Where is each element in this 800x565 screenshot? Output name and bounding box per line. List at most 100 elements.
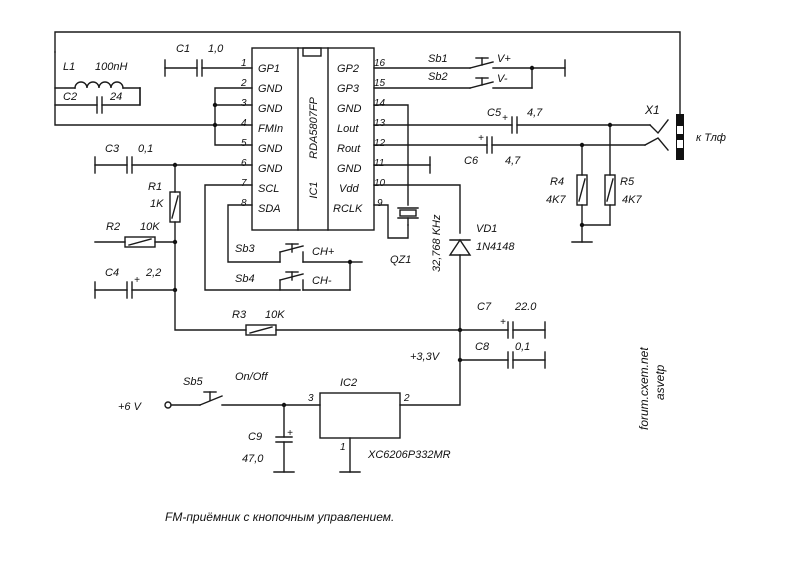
ic1-notch	[302, 47, 322, 57]
r2-ref: R2	[106, 221, 120, 233]
ic1-pin9-num: 9	[377, 198, 383, 209]
c9-plus: +	[287, 428, 293, 439]
capacitor-c9: + C9 47,0	[242, 404, 295, 473]
x1-ref: X1	[644, 103, 660, 117]
resistor-r1: R1 1K	[148, 164, 181, 291]
gp-lines	[373, 67, 471, 89]
rail-3v3: +3,3V	[399, 329, 461, 406]
sb5-label: On/Off	[235, 371, 268, 383]
sb1-label: V+	[497, 53, 511, 65]
switch-sb3: Sb3 CH+	[235, 243, 351, 263]
sb4-label: CH-	[312, 275, 332, 287]
diagram-caption: FM-приёмник с кнопочным управлением.	[165, 510, 394, 524]
r3-ref: R3	[232, 309, 247, 321]
credits-author: asvetp	[653, 364, 667, 400]
ic1-pin9-label: RCLK	[333, 203, 363, 215]
ic1-part-number: RDA5807FP	[308, 96, 320, 158]
ic1-pin3-num: 3	[241, 98, 247, 109]
ic1-pin8-num: 8	[241, 198, 247, 209]
ic1-pin10-label: Vdd	[339, 183, 359, 195]
ic1-pin4-num: 4	[241, 118, 247, 129]
ic1-pin2-label: GND	[258, 83, 283, 95]
c7-value: 22.0	[514, 301, 537, 313]
r5-ref: R5	[620, 176, 635, 188]
c7-ref: C7	[477, 301, 492, 313]
ic1-pin11-label: GND	[337, 163, 362, 175]
ic2-part-number: XC6206P332MR	[367, 449, 451, 461]
ic1-pin3-label: GND	[258, 103, 283, 115]
l1-ref: L1	[63, 61, 75, 73]
ic1-pin7-label: SCL	[258, 183, 279, 195]
r1-ref: R1	[148, 181, 162, 193]
x1-label: к Тлф	[696, 132, 726, 144]
c8-ref: C8	[475, 341, 490, 353]
ic1-pin14-label: GND	[337, 103, 362, 115]
vd1-ref: VD1	[476, 223, 497, 235]
capacitor-c6: + C6 4,7	[373, 133, 646, 167]
ic1-pin14-num: 14	[374, 98, 386, 109]
r3-value: 10K	[265, 309, 285, 321]
c5-ref: C5	[487, 107, 502, 119]
c4-ref: C4	[105, 267, 119, 279]
r5-value: 4K7	[622, 194, 642, 206]
inductor-l1: L1 100nH	[54, 61, 141, 89]
resistor-r5: R5 4K7	[604, 122, 642, 226]
c7-plus: +	[500, 317, 506, 328]
sb1-ref: Sb1	[428, 53, 448, 65]
ic1: RDA5807FP IC1 GP1 GND GND FMIn GND GND S…	[240, 47, 386, 231]
vd1-value: 1N4148	[476, 241, 515, 253]
resistor-r3: R3 10K	[174, 289, 461, 336]
capacitor-c1: C1 1,0	[164, 43, 253, 77]
ic1-pin5-num: 5	[241, 138, 247, 149]
sb4-ref: Sb4	[235, 273, 255, 285]
ic1-pin16-num: 16	[374, 58, 386, 69]
sb5-ref: Sb5	[183, 376, 203, 388]
ic1-pin11-num: 11	[374, 158, 384, 169]
ic1-pin5-label: GND	[258, 143, 283, 155]
crystal-qz1: QZ1 32,768 KHz	[373, 204, 443, 272]
ic2-pin-gnd: 1	[340, 442, 346, 453]
c4-plus: +	[134, 275, 140, 286]
qz1-value: 32,768 KHz	[431, 214, 443, 272]
r4-ref: R4	[550, 176, 564, 188]
ic2: IC2 3 2 1 XC6206P332MR	[308, 377, 451, 473]
power-input-terminal	[164, 401, 172, 409]
ic2-body	[319, 392, 401, 439]
switch-sb1: Sb1 V+	[428, 53, 566, 77]
rail-3v3-label: +3,3V	[410, 351, 441, 363]
power-input-label: +6 V	[118, 401, 143, 413]
pin14-line	[373, 104, 409, 206]
c5-value: 4,7	[527, 107, 543, 119]
pin11-gnd	[373, 156, 431, 174]
ic1-pin6-num: 6	[241, 158, 247, 169]
sb2-label: V-	[497, 73, 508, 85]
capacitor-c2: C2 24	[54, 87, 141, 114]
c9-value: 47,0	[242, 453, 264, 465]
r2-value: 10K	[140, 221, 160, 233]
ic1-pin15-label: GP3	[337, 83, 360, 95]
r4-value: 4K7	[546, 194, 566, 206]
ic1-pin1-num: 1	[241, 58, 247, 69]
connector-x1: X1 к Тлф	[644, 103, 726, 160]
switch-sb4: Sb4 CH-	[235, 259, 363, 291]
ic1-pin8-label: SDA	[258, 203, 281, 215]
ic1-pin15-num: 15	[374, 78, 386, 89]
capacitor-c5: + C5 4,7	[373, 107, 651, 134]
r1-value: 1K	[150, 198, 164, 210]
qz1-ref: QZ1	[390, 254, 411, 266]
c3-value: 0,1	[138, 143, 153, 155]
capacitor-c7: + C7 22.0	[457, 301, 546, 339]
ic1-pin12-num: 12	[374, 138, 386, 149]
ic1-pin16-label: GP2	[337, 63, 359, 75]
c8-value: 0,1	[515, 341, 530, 353]
c6-value: 4,7	[505, 155, 521, 167]
switch-sb2: Sb2 V-	[428, 65, 535, 89]
l1-value: 100nH	[95, 61, 127, 73]
credits-site: forum.cxem.net	[637, 347, 651, 430]
capacitor-c8: C8 0,1	[457, 341, 546, 369]
c6-plus: +	[478, 133, 484, 144]
ic1-pin7-num: 7	[241, 178, 247, 189]
ic1-pin13-num: 13	[374, 118, 386, 129]
i2c-lines	[204, 184, 301, 291]
